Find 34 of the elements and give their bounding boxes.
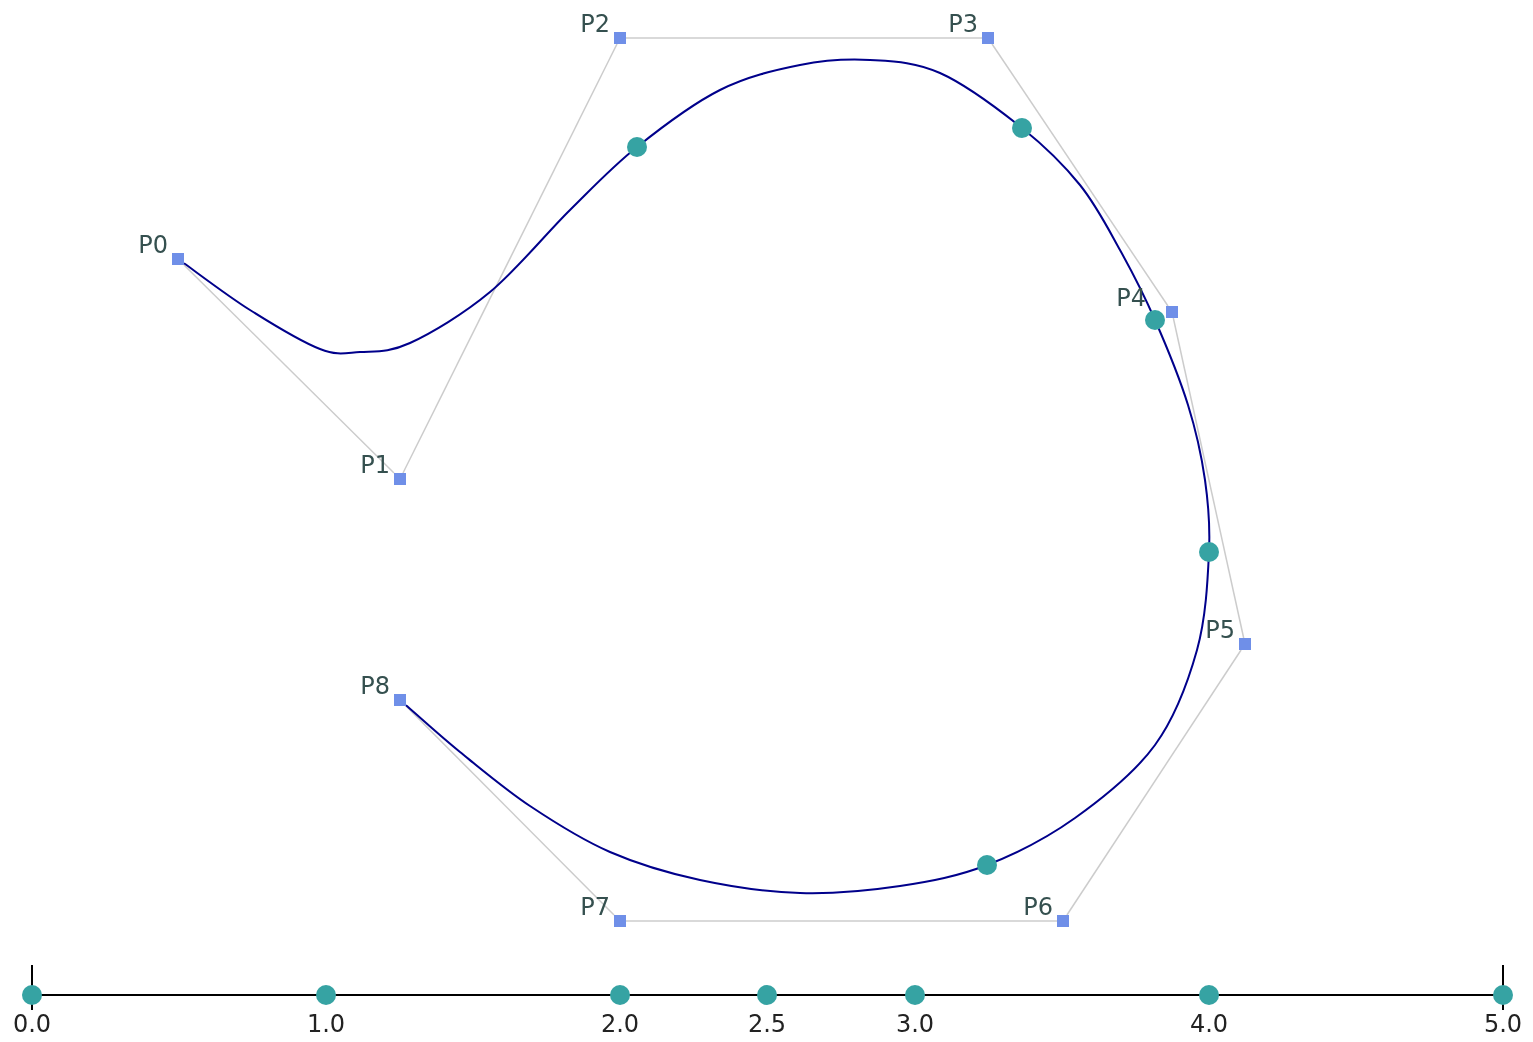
axis-tick-label: 2.5 bbox=[747, 1012, 787, 1036]
control-point-label: P5 bbox=[1205, 618, 1235, 642]
control-point bbox=[1057, 915, 1069, 927]
control-point bbox=[1166, 306, 1178, 318]
control-polygon-line bbox=[405, 705, 615, 916]
control-polygon-line bbox=[625, 37, 983, 39]
control-polygon-line bbox=[183, 264, 395, 474]
control-point-label: P0 bbox=[138, 233, 168, 257]
control-point-label: P1 bbox=[360, 453, 390, 477]
spline-curve bbox=[183, 58, 1211, 895]
control-point-label: P8 bbox=[360, 674, 390, 698]
axis-tick-label: 3.0 bbox=[895, 1012, 935, 1036]
control-polygon-line bbox=[625, 920, 1058, 922]
axis-tick-label: 2.0 bbox=[600, 1012, 640, 1036]
control-point bbox=[614, 32, 626, 44]
control-point bbox=[614, 915, 626, 927]
control-polygon-line bbox=[1066, 649, 1242, 916]
control-point bbox=[172, 253, 184, 265]
control-point-label: P2 bbox=[580, 12, 610, 36]
control-point-label: P4 bbox=[1116, 286, 1146, 310]
control-polygon-line bbox=[991, 43, 1169, 307]
axis-tick-label: 5.0 bbox=[1483, 1012, 1523, 1036]
axis-tick-label: 1.0 bbox=[306, 1012, 346, 1036]
axis-tick-label: 4.0 bbox=[1189, 1012, 1229, 1036]
control-point bbox=[394, 694, 406, 706]
control-point bbox=[982, 32, 994, 44]
control-point bbox=[1239, 638, 1251, 650]
control-polygon-line bbox=[1172, 317, 1245, 639]
axis-tick-label: 0.0 bbox=[12, 1012, 52, 1036]
control-point bbox=[394, 473, 406, 485]
control-point-label: P6 bbox=[1023, 895, 1053, 919]
control-point-label: P3 bbox=[948, 12, 978, 36]
control-polygon-line bbox=[402, 43, 618, 474]
control-point-label: P7 bbox=[580, 895, 610, 919]
